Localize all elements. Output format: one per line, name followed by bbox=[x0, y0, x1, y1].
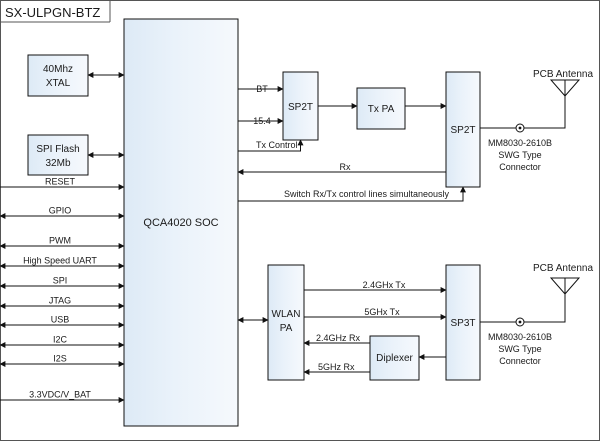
wlan-pa-label-1: WLAN bbox=[272, 309, 301, 320]
pin-label-1: GPIO bbox=[49, 206, 72, 216]
antenna-top-icon bbox=[549, 79, 581, 97]
xtal-label-2: XTAL bbox=[46, 78, 71, 89]
spi-flash-label-2: 32Mb bbox=[45, 158, 70, 169]
rx24-label: 2.4GHz Rx bbox=[316, 333, 361, 343]
antenna-bottom-feed bbox=[524, 288, 566, 323]
sp3t-block bbox=[445, 264, 481, 381]
antenna-bottom-icon bbox=[549, 277, 581, 295]
pin-label-3: High Speed UART bbox=[23, 256, 97, 266]
connector-bottom-label-2: SWG Type bbox=[498, 344, 541, 354]
wlan-pa-block bbox=[267, 264, 305, 381]
tx-pa-label: Tx PA bbox=[368, 104, 395, 115]
pin-label-8: I2S bbox=[53, 354, 67, 364]
switch-control-label: Switch Rx/Tx control lines simultaneousl… bbox=[284, 189, 450, 199]
tx24-label: 2.4GHx Tx bbox=[363, 280, 406, 290]
spi-flash-block bbox=[27, 134, 89, 176]
xtal-label-1: 40Mhz bbox=[43, 64, 73, 75]
connector-top-label-1: MM8030-2610B bbox=[488, 138, 552, 148]
tx-control-label: Tx Control bbox=[256, 140, 298, 150]
switch-control-line bbox=[238, 186, 466, 202]
diplexer-block bbox=[369, 335, 420, 381]
tx-pa-block bbox=[356, 87, 406, 130]
sp2t-right-block bbox=[445, 71, 481, 188]
sp2t-right-label: SP2T bbox=[450, 125, 475, 136]
connector-bottom-center bbox=[518, 320, 522, 324]
rx5-label: 5GHz Rx bbox=[318, 362, 355, 372]
bt-label: BT bbox=[256, 84, 268, 94]
soc-block bbox=[123, 18, 239, 427]
connector-top-label-2: SWG Type bbox=[498, 150, 541, 160]
pin-label-5: JTAG bbox=[49, 296, 71, 306]
pin-label-2: PWM bbox=[49, 236, 71, 246]
connector-top-center bbox=[518, 126, 522, 130]
antenna-bottom-label: PCB Antenna bbox=[533, 263, 593, 274]
antenna-top-label: PCB Antenna bbox=[533, 69, 593, 80]
diplexer-label: Diplexer bbox=[376, 353, 413, 364]
sp2t-left-label: SP2T bbox=[288, 102, 313, 113]
soc-label: QCA4020 SOC bbox=[143, 217, 218, 229]
tx-control-line bbox=[238, 139, 304, 152]
pin-label-0: RESET bbox=[45, 177, 76, 187]
pin-label-9: 3.3VDC/V_BAT bbox=[29, 390, 91, 400]
wlan-pa-label-2: PA bbox=[280, 323, 293, 334]
pin-interfaces: RESET GPIO PWM High Speed UART SPI JTAG USB I2C… bbox=[0, 177, 125, 403]
connector-bottom-label-1: MM8030-2610B bbox=[488, 332, 552, 342]
connector-top-label-3: Connector bbox=[499, 162, 541, 172]
sp3t-label: SP3T bbox=[450, 318, 475, 329]
spi-flash-label-1: SPI Flash bbox=[36, 144, 79, 155]
diagram-title: SX-ULPGN-BTZ bbox=[5, 5, 100, 20]
pin-label-6: USB bbox=[51, 315, 70, 325]
rx-label: Rx bbox=[340, 162, 351, 172]
tx5-label: 5GHx Tx bbox=[364, 307, 400, 317]
pin-label-7: I2C bbox=[53, 335, 68, 345]
pin-label-4: SPI bbox=[53, 276, 68, 286]
xtal-block bbox=[27, 54, 89, 97]
antenna-top-feed bbox=[524, 90, 566, 129]
ieee-label: 15.4 bbox=[253, 116, 271, 126]
connector-bottom-label-3: Connector bbox=[499, 356, 541, 366]
